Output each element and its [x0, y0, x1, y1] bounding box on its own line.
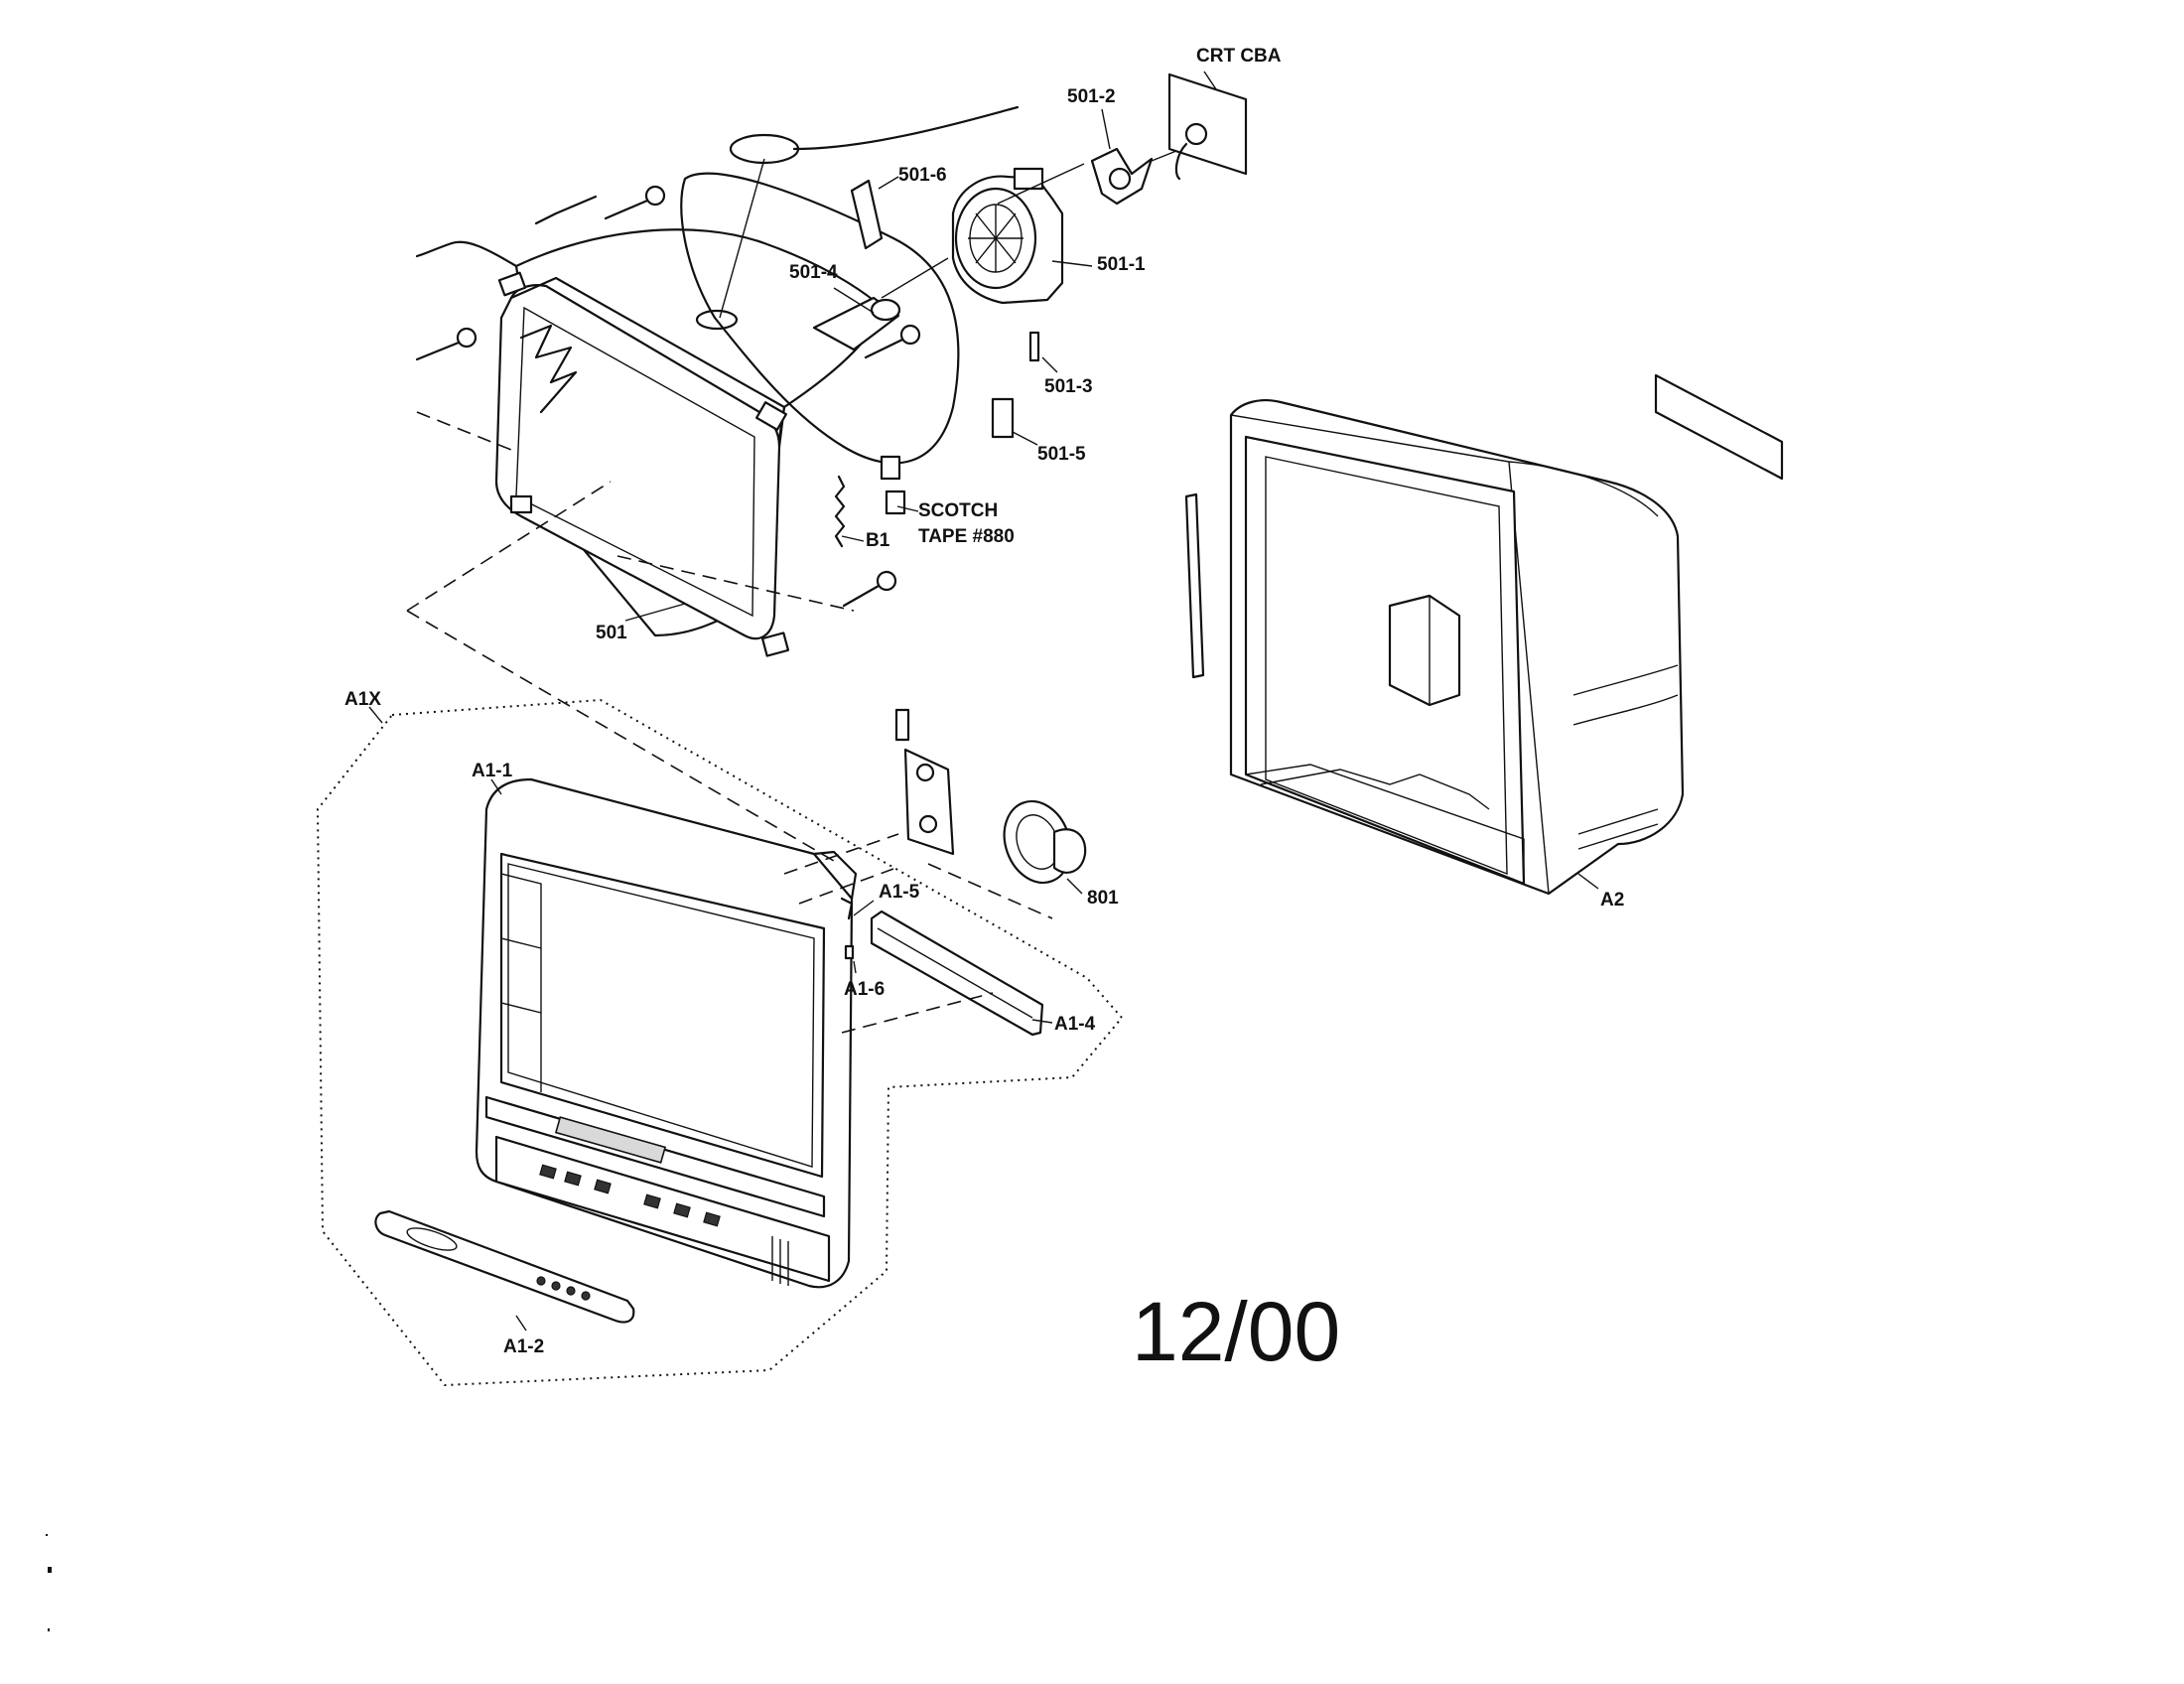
a1x-assembly-outline: [316, 698, 1124, 1387]
wedge-501-6: [850, 179, 884, 250]
wedge-501-5: [991, 397, 1015, 439]
label-a1-4: A1-4: [1054, 1014, 1096, 1035]
label-501-6: 501-6: [898, 165, 947, 186]
purity-magnet-501-2: [1090, 147, 1154, 206]
deflection-yoke: [951, 167, 1064, 305]
label-b1: B1: [866, 530, 890, 551]
assembly-lines: [406, 150, 1177, 1034]
label-a1x: A1X: [344, 689, 381, 710]
label-501-3: 501-3: [1044, 376, 1093, 397]
speaker-801: [1003, 799, 1087, 885]
screw-right-icon: [864, 324, 921, 359]
label-501-5: 501-5: [1037, 444, 1086, 465]
leader-lines: [368, 70, 1599, 1332]
trim-panel-a1-2: [374, 1209, 635, 1324]
label-a1-6: A1-6: [844, 979, 885, 1000]
screw-top-left-icon: [604, 185, 666, 220]
part-a1-6: [844, 944, 855, 960]
label-501-1: 501-1: [1097, 254, 1146, 275]
wedge-501-3: [1028, 331, 1040, 362]
date-code: 12/00: [1132, 1285, 1340, 1378]
part-a1-5: [840, 897, 854, 920]
label-a1-2: A1-2: [503, 1336, 544, 1357]
front-cabinet-a1-1: [475, 777, 858, 1289]
screw-bottom-icon: [842, 570, 897, 608]
speaker-bracket: [894, 708, 955, 856]
part-labels: CRT CBA 501-2 501-6 501-4 501-1 501-3 50…: [344, 46, 1624, 1378]
label-501: 501: [596, 623, 627, 643]
label-scotch: SCOTCH: [918, 500, 998, 521]
label-tape: TAPE #880: [918, 526, 1015, 547]
label-a1-5: A1-5: [879, 882, 920, 903]
label-a1-1: A1-1: [472, 761, 513, 781]
screw-left-icon: [415, 327, 478, 361]
label-501-4: 501-4: [789, 262, 838, 283]
door-a1-4: [870, 910, 1044, 1037]
crt-cba-board: [1167, 72, 1248, 181]
label-a2: A2: [1600, 890, 1624, 911]
label-801: 801: [1087, 888, 1119, 909]
label-crt-cba: CRT CBA: [1196, 46, 1282, 67]
label-501-2: 501-2: [1067, 86, 1116, 107]
rear-cabinet-a2: [1184, 373, 1784, 896]
scan-marks: [46, 1534, 52, 1631]
crt-picture-tube: [415, 105, 1020, 657]
